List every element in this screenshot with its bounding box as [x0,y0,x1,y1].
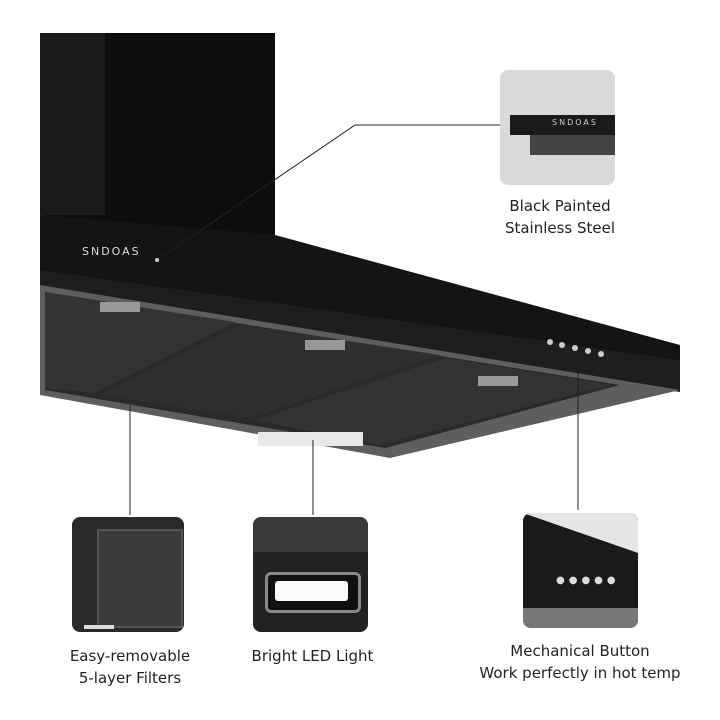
label-line: Stainless Steel [504,219,616,237]
light-3 [478,376,518,386]
filter-3 [255,358,610,445]
label-line: Mechanical Button [510,642,650,660]
feature-label-buttons: Mechanical Button Work perfectly in hot … [470,640,690,684]
filter-1 [45,292,235,393]
feature-label-steel: Black Painted Stainless Steel [480,195,640,239]
thumb-buttons: ●●●●● [523,513,638,628]
thumb-led [253,517,368,632]
control-buttons [547,339,604,357]
label-line: 5-layer Filters [78,669,182,687]
callout-lines [129,124,579,515]
label-line: Bright LED Light [251,647,374,665]
thumb-brand: SNDOAS [552,118,598,127]
label-line: Easy-removable [69,647,191,665]
label-line: Work perfectly in hot temp [479,664,681,682]
light-1 [100,302,140,312]
feature-label-filters: Easy-removable 5-layer Filters [50,645,210,689]
button-dots: ●●●●● [556,575,620,586]
led-light [258,432,363,446]
brand-logo: SNDOAS [82,245,141,258]
thumb-filters [72,517,184,632]
light-2 [305,340,345,350]
label-line: Black Painted [509,197,611,215]
feature-label-led: Bright LED Light [230,645,395,667]
thumb-black-steel: SNDOAS [500,70,615,185]
filter-2 [100,325,440,418]
